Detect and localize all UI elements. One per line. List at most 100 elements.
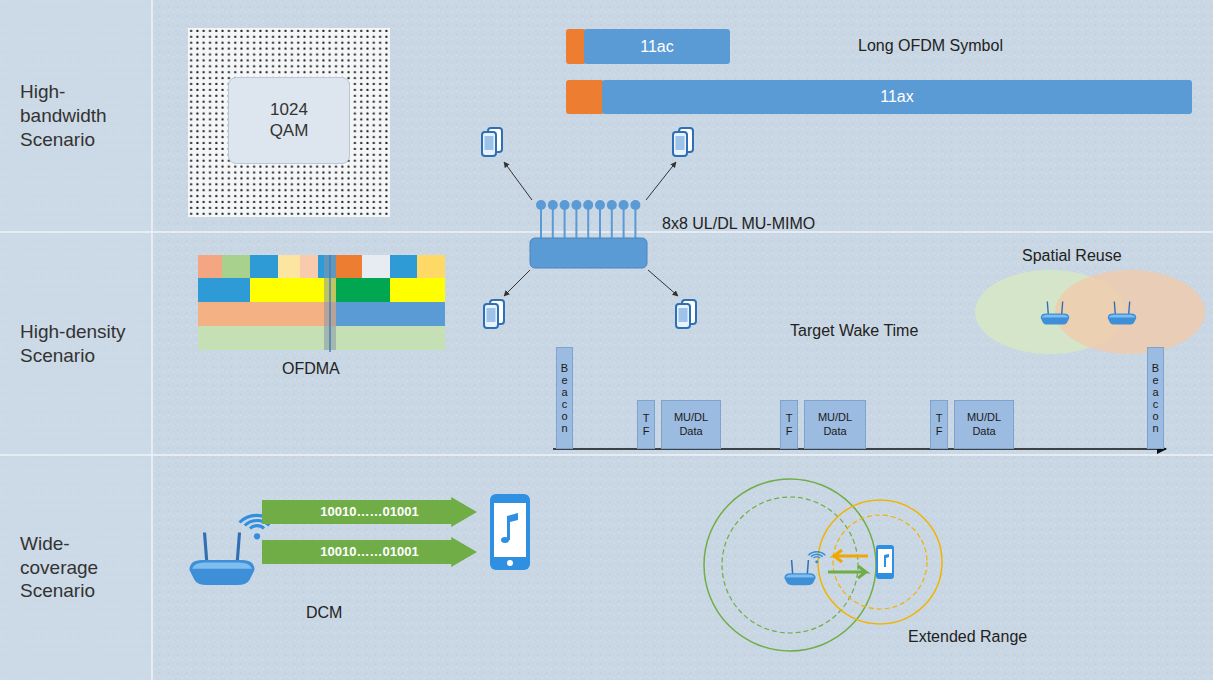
data-frame: MU/DL Data [954, 400, 1014, 449]
resource-unit [250, 255, 278, 278]
antenna [599, 206, 601, 240]
link-arrow [828, 566, 866, 578]
resource-unit [300, 255, 318, 278]
antenna [552, 206, 554, 240]
range-circle [704, 479, 876, 651]
ap-body [530, 238, 647, 268]
feature-label: Extended Range [908, 628, 1027, 646]
resource-unit [336, 302, 445, 326]
data-frame: MU/DL Data [804, 400, 866, 449]
router-icon [784, 552, 825, 585]
constellation-label-box: 1024 QAM [228, 77, 350, 164]
box-text: 11ac [640, 37, 674, 56]
antenna [564, 206, 566, 240]
mu-mimo-ap [530, 200, 647, 268]
bit-stream-arrow: 10010……01001 [262, 537, 477, 567]
row-divider [0, 454, 1213, 456]
signal-arrow [504, 270, 530, 296]
scenario-band: High-bandwidth Scenario 1024 QAM 11ac 11ax [0, 0, 1213, 232]
box-text: MU/DL Data [811, 411, 859, 437]
band-label-holder: Wide-coverage Scenario [20, 455, 138, 680]
coverage-area [1055, 270, 1205, 354]
bit-string: 10010……01001 [320, 544, 418, 560]
range-circle [833, 515, 927, 609]
phone-icon [676, 300, 696, 328]
scenario-band: High-density ScenarioBeaconTF MU/DL Data T… [0, 232, 1213, 455]
box-text: MU/DL Data [667, 411, 715, 437]
caption-label: Long OFDM Symbol [858, 37, 1003, 55]
resource-unit [336, 278, 390, 302]
arrow-fill [262, 497, 477, 527]
antenna-tip [571, 200, 581, 210]
resource-unit [278, 255, 300, 278]
feature-label: DCM [306, 604, 342, 622]
resource-unit [417, 255, 445, 278]
dc-tone [329, 255, 331, 352]
cyclic-prefix [566, 80, 604, 114]
resource-unit [250, 278, 336, 302]
bit-string: 10010……01001 [320, 504, 418, 520]
band-label-holder: High-density Scenario [20, 232, 138, 455]
feature-label: 8x8 UL/DL MU-MIMO [662, 215, 815, 233]
antenna [587, 206, 589, 240]
feature-label: Target Wake Time [790, 322, 918, 340]
band-label-holder: High-bandwidth Scenario [20, 0, 138, 232]
link-arrow [834, 550, 868, 562]
resource-unit [198, 255, 222, 278]
feature-label: OFDMA [282, 360, 340, 378]
beacon-frame: Beacon [556, 347, 573, 449]
box-text: 1024 QAM [254, 100, 324, 141]
column-divider [151, 0, 153, 680]
scenario-band: Wide-coverage Scenario 10010……01001 10010…… [0, 455, 1213, 680]
phone-icon [482, 128, 502, 156]
phone-icon [490, 494, 530, 570]
range-circle [818, 500, 942, 624]
scenario-label: High-density Scenario [20, 320, 138, 368]
router-icon [190, 515, 275, 585]
antenna-tip [630, 200, 640, 210]
antenna [623, 206, 625, 240]
phone-icon [484, 300, 504, 328]
trigger-frame: TF [637, 400, 655, 449]
resource-unit [336, 255, 362, 278]
box-text: TF [641, 412, 652, 436]
resource-unit [222, 255, 250, 278]
antenna-tip [583, 200, 593, 210]
phone-icon [673, 128, 693, 156]
row-divider [0, 231, 1213, 233]
router-icon [1041, 302, 1070, 325]
signal-arrow [504, 162, 532, 200]
scenario-label: High-bandwidth Scenario [20, 80, 138, 151]
antenna [575, 206, 577, 240]
scenario-label: Wide-coverage Scenario [20, 532, 138, 603]
antenna-tip [536, 200, 546, 210]
resource-unit [198, 278, 250, 302]
box-text: MU/DL Data [960, 411, 1008, 437]
arrow-fill [262, 537, 477, 567]
box-text: TF [934, 412, 945, 436]
cyclic-prefix [566, 29, 586, 64]
beacon-frame: Beacon [1147, 347, 1164, 449]
box-text: Beacon [559, 362, 570, 435]
constellation-ground [188, 28, 390, 217]
antenna-tip [548, 200, 558, 210]
antenna-tip [607, 200, 617, 210]
resource-unit [198, 326, 445, 350]
resource-unit [362, 255, 390, 278]
feature-label: Spatial Reuse [1022, 247, 1122, 265]
box-text: 11ax [880, 87, 914, 106]
box-text: TF [784, 412, 795, 436]
resource-unit [198, 302, 336, 326]
signal-arrow [646, 162, 676, 200]
antenna-tip [560, 200, 570, 210]
phone-icon [876, 545, 894, 579]
router-icon [1108, 302, 1137, 325]
data-frame: MU/DL Data [661, 400, 721, 449]
resource-unit [390, 255, 417, 278]
label-column [0, 0, 152, 680]
ofdma-grid [198, 255, 445, 352]
ofdm-symbol-bar: 11ac [584, 29, 730, 64]
trigger-frame: TF [930, 400, 948, 449]
